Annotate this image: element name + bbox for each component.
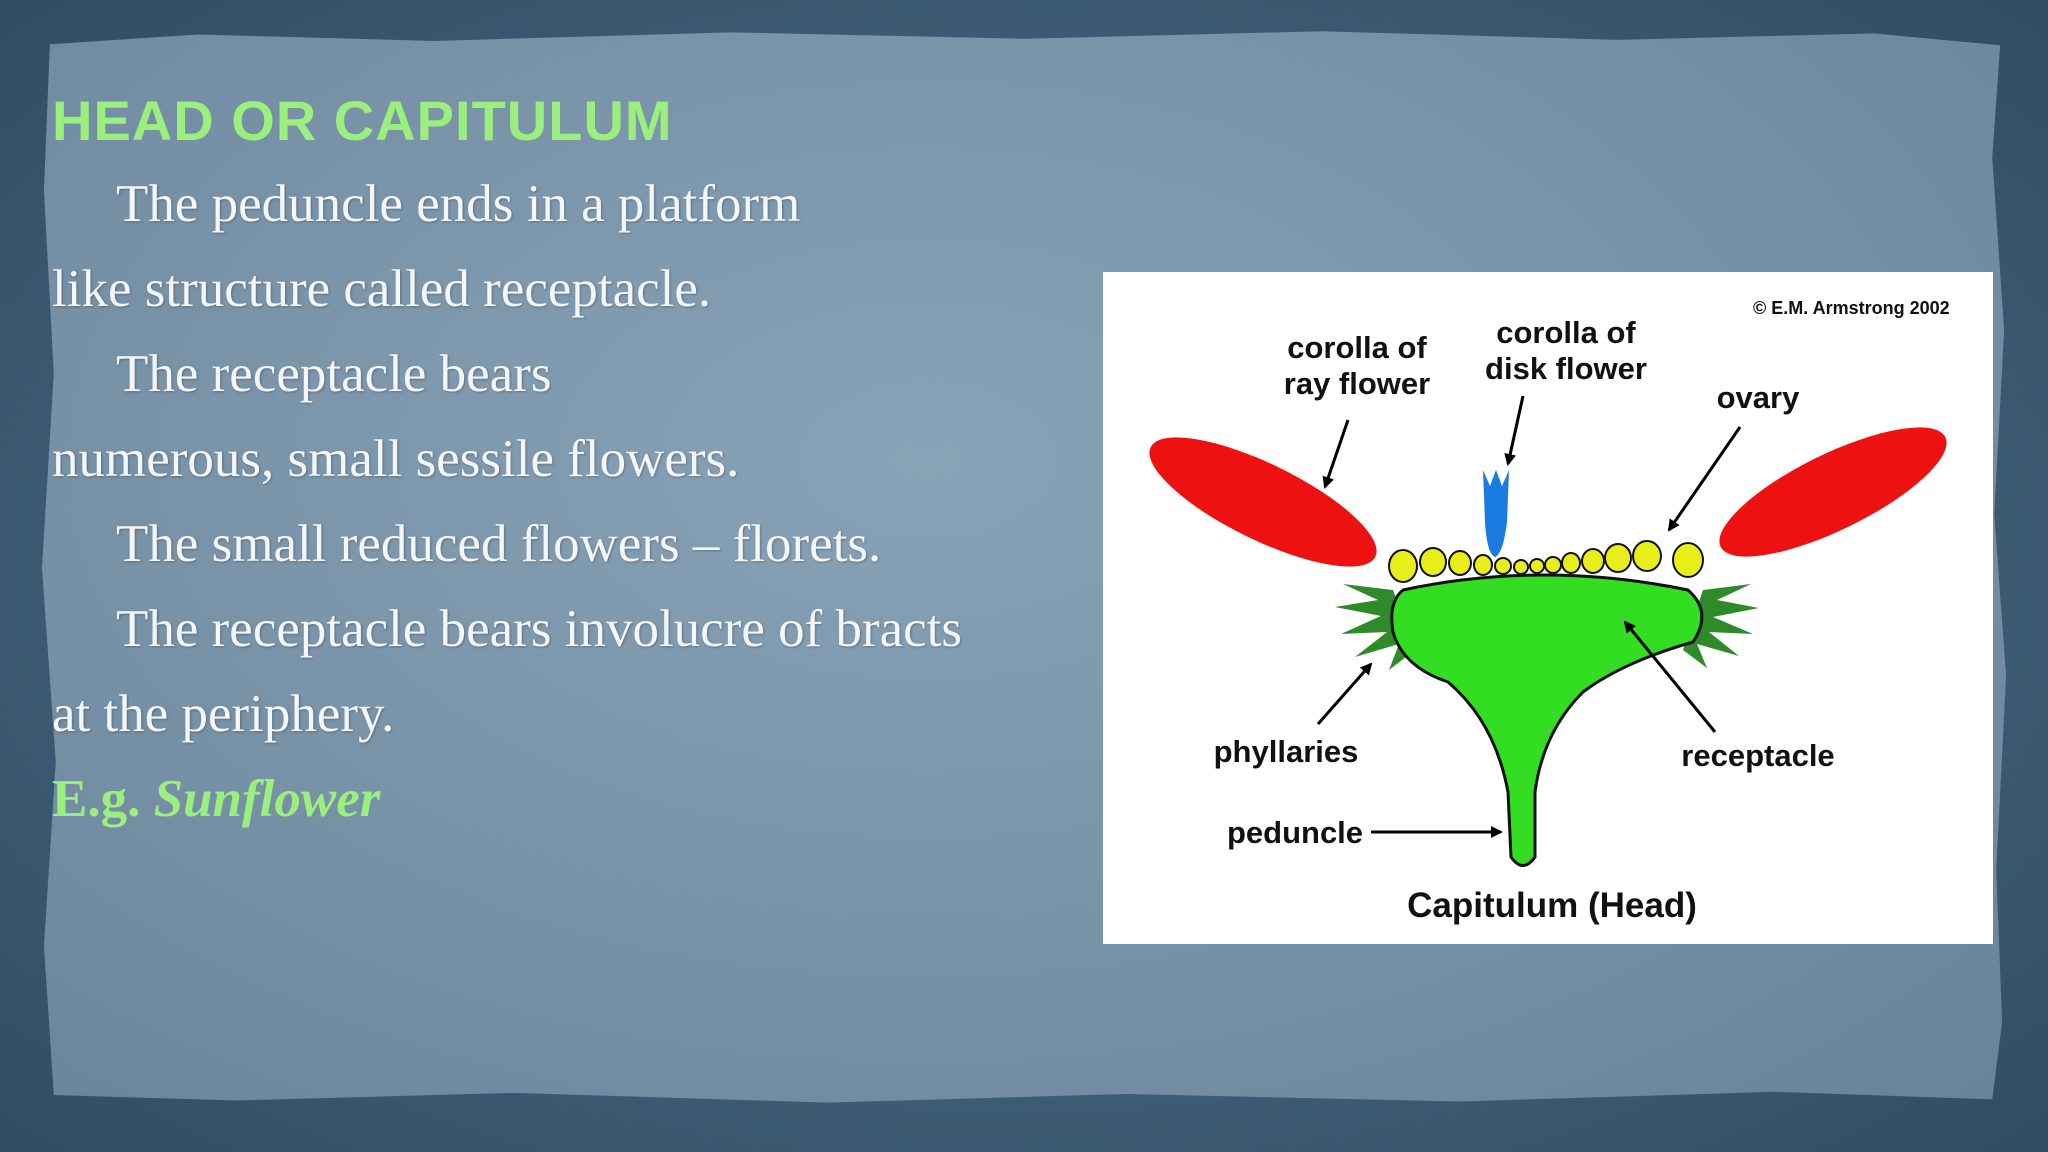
text-line-5: The small reduced flowers – florets.: [116, 515, 882, 573]
arrow-receptacle: [1623, 620, 1717, 733]
receptacle-shape: [1390, 573, 1704, 867]
ovary-row: [1388, 540, 1704, 583]
label-disk-line2: disk flower: [1485, 351, 1647, 386]
text-line-7: at the periphery.: [52, 685, 395, 743]
arrow-ovary: [1667, 426, 1742, 532]
disk-flower-corolla: [1483, 470, 1509, 557]
label-ovary: ovary: [1717, 380, 1800, 415]
label-disk-line1: corolla of: [1496, 315, 1636, 350]
example-line: E.g. Sunflower: [52, 757, 1052, 842]
diagram-caption: Capitulum (Head): [1407, 886, 1697, 925]
arrow-ray-flower: [1322, 419, 1350, 489]
slide-title: HEAD OR CAPITULUM: [52, 89, 673, 152]
text-line-4: numerous, small sessile flowers.: [52, 430, 740, 488]
capitulum-diagram: © E.M. Armstrong 2002: [1103, 272, 1993, 944]
text-line-2: like structure called receptacle.: [52, 260, 712, 318]
example-prefix: E.g.: [52, 770, 141, 828]
arrow-phyllaries: [1316, 662, 1373, 725]
copyright-text: © E.M. Armstrong 2002: [1753, 298, 1950, 318]
arrow-disk-flower: [1504, 395, 1525, 466]
label-receptacle: receptacle: [1681, 738, 1834, 773]
capitulum-diagram-svg: © E.M. Armstrong 2002: [1149, 298, 1950, 925]
phyllaries-right: [1683, 584, 1759, 668]
text-line-6: The receptacle bears involucre of bracts: [116, 600, 963, 658]
example-name: Sunflower: [153, 770, 381, 828]
label-ray-line2: ray flower: [1284, 366, 1430, 401]
text-line-3: The receptacle bears: [116, 345, 552, 403]
ray-petal-left: [1149, 437, 1377, 567]
text-line-1: The peduncle ends in a platform: [116, 175, 801, 233]
label-peduncle: peduncle: [1227, 815, 1363, 850]
text-content: HEAD OR CAPITULUM The peduncle ends in a…: [52, 86, 1052, 842]
ray-petal-right: [1719, 427, 1947, 557]
label-phyllaries: phyllaries: [1214, 734, 1359, 769]
label-ray-line1: corolla of: [1287, 330, 1427, 365]
